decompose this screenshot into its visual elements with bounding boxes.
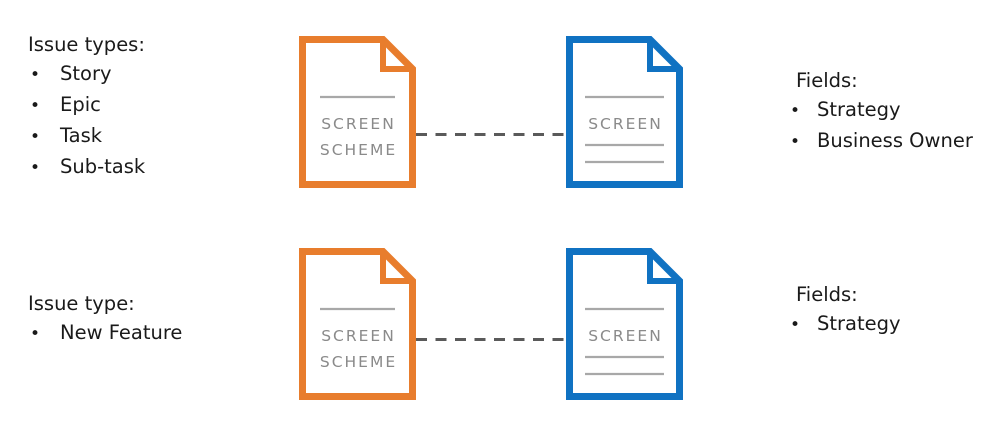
bullet-icon: • [790, 315, 801, 335]
issue-types-list-row2: Issue type: • New Feature [28, 289, 182, 349]
issue-types-list-row1: Issue types: • Story • Epic • Task • Sub… [28, 30, 145, 183]
issue-type-label: Task [60, 124, 103, 147]
screen-doc-label: SCREEN [588, 327, 663, 345]
document-fold-corner [380, 39, 413, 72]
screen-scheme-doc-icon: SCREEN SCHEME [299, 36, 416, 188]
screen-doc-icon: SCREEN [566, 248, 683, 400]
scheme-to-screen-connector [416, 338, 566, 341]
list-item: • Sub-task [28, 152, 145, 183]
scheme-doc-label-line1: SCREEN [321, 115, 396, 133]
bullet-icon: • [30, 324, 41, 344]
scheme-doc-label-line2: SCHEME [320, 353, 397, 371]
document-outline [566, 248, 683, 400]
bullet-icon: • [30, 158, 41, 178]
document-outline [299, 248, 416, 400]
document-fold-corner [380, 251, 413, 284]
document-outline [299, 36, 416, 188]
screen-doc-label: SCREEN [588, 115, 663, 133]
field-label: Business Owner [817, 129, 973, 152]
list-item: • Task [28, 121, 145, 152]
scheme-to-screen-connector [416, 133, 566, 136]
screen-doc-icon: SCREEN [566, 36, 683, 188]
document-fold-corner [647, 251, 680, 284]
issue-type-label: New Feature [60, 321, 183, 344]
bullet-icon: • [790, 132, 801, 152]
issue-types-title: Issue type: [28, 292, 135, 315]
bullet-icon: • [30, 96, 41, 116]
field-label: Strategy [817, 312, 901, 335]
document-fold-corner [647, 39, 680, 72]
list-item: • Business Owner [790, 126, 973, 157]
bullet-icon: • [30, 65, 41, 85]
list-item: • Strategy [790, 309, 901, 340]
screen-scheme-doc-icon: SCREEN SCHEME [299, 248, 416, 400]
fields-title: Fields: [796, 283, 858, 306]
issue-type-label: Epic [60, 93, 101, 116]
document-outline [566, 36, 683, 188]
bullet-icon: • [790, 101, 801, 121]
list-item: • Epic [28, 90, 145, 121]
fields-list-row2: Fields: • Strategy [790, 280, 901, 340]
fields-list-row1: Fields: • Strategy • Business Owner [790, 66, 973, 157]
scheme-doc-label-line1: SCREEN [321, 327, 396, 345]
issue-types-title: Issue types: [28, 33, 145, 56]
list-item: • Strategy [790, 95, 973, 126]
scheme-doc-label-line2: SCHEME [320, 141, 397, 159]
field-label: Strategy [817, 98, 901, 121]
list-item: • Story [28, 59, 145, 90]
issue-type-label: Sub-task [60, 155, 146, 178]
fields-title: Fields: [796, 69, 858, 92]
bullet-icon: • [30, 127, 41, 147]
issue-type-label: Story [60, 62, 112, 85]
list-item: • New Feature [28, 318, 182, 349]
